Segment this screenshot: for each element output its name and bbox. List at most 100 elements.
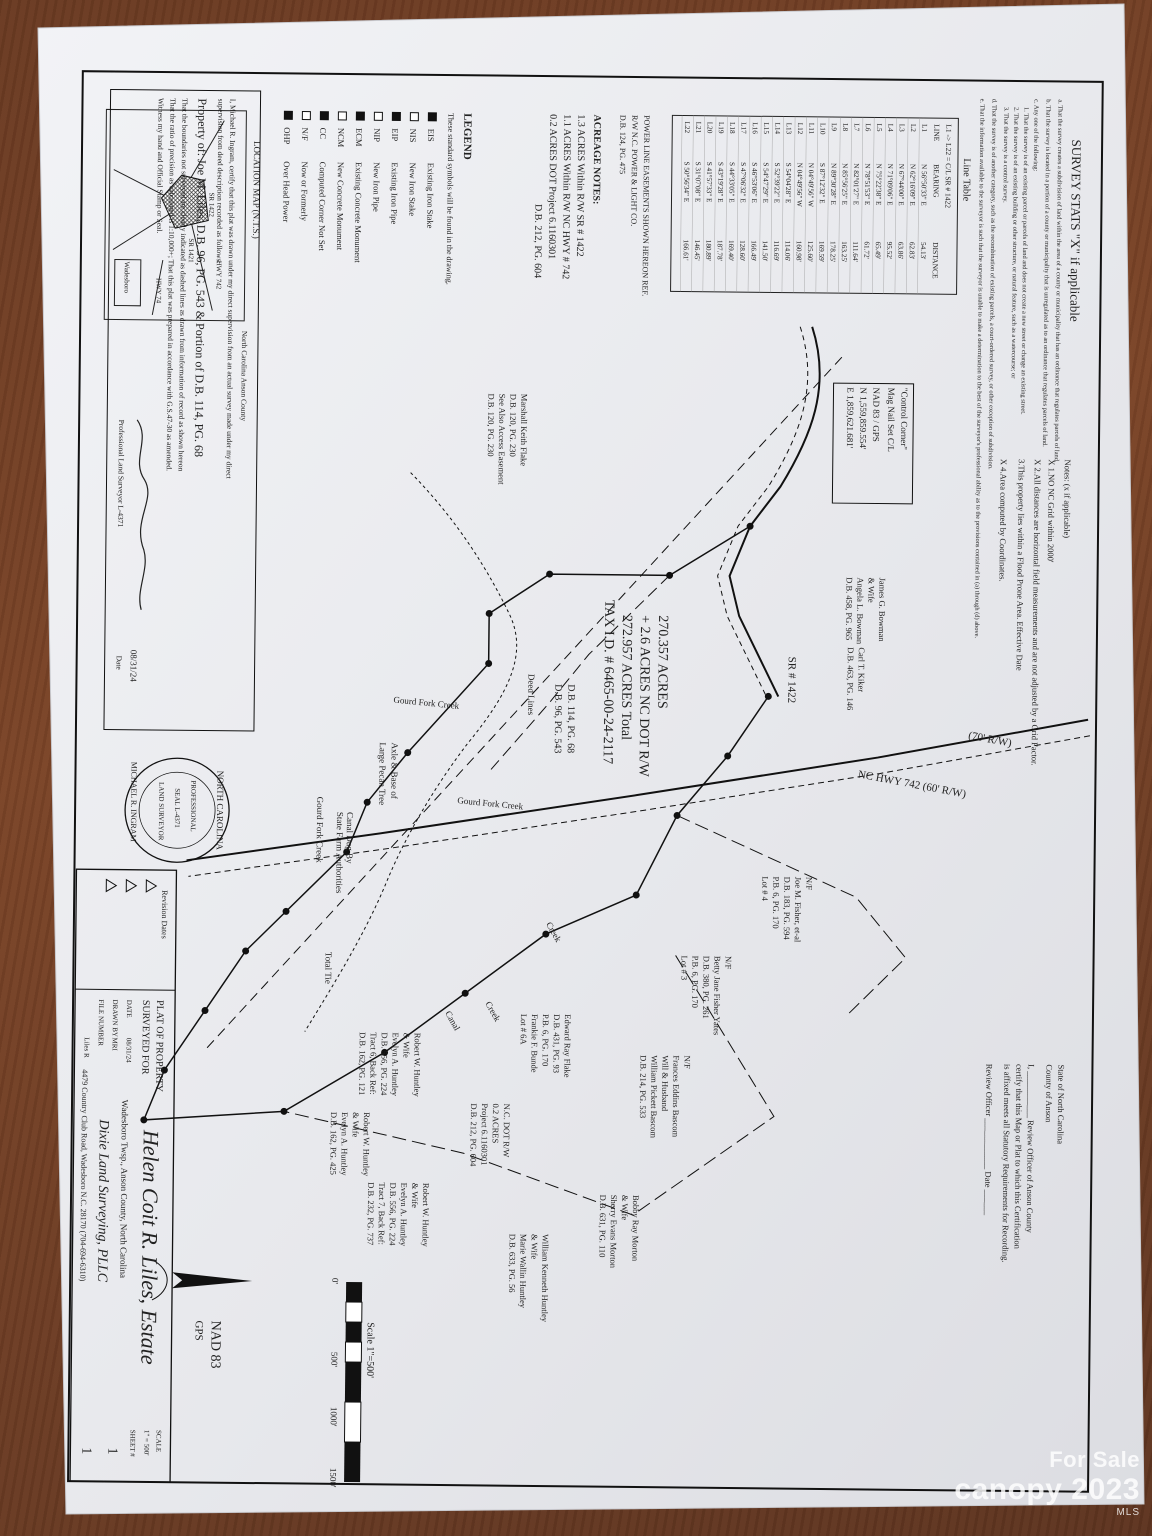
line-table-cell: 62.83' bbox=[908, 242, 916, 260]
owner-label: Lot # 4 bbox=[760, 876, 770, 901]
certification-property: Property of: Joe M. Liles, D.B. 96, PG. … bbox=[192, 98, 210, 457]
owner-label: Robert W. Huntley bbox=[361, 1112, 372, 1177]
location-label: SR 1421 bbox=[187, 238, 195, 263]
owner-label: N/F bbox=[723, 956, 733, 970]
control-corner-line: "Control Corner" bbox=[899, 388, 910, 451]
line-table-cell: 166.49' bbox=[749, 240, 757, 261]
line-table-rule bbox=[906, 117, 909, 294]
line-table-cell: 54.13' bbox=[919, 242, 927, 260]
highway-742 bbox=[186, 718, 1089, 862]
line-table-cell: L8 bbox=[841, 123, 849, 131]
notes-block: Notes: (x if applicable) X 1.NO NC Grid … bbox=[998, 459, 1073, 766]
seal-middle: PROFESSIONAL bbox=[189, 780, 198, 831]
north-arrow-label: NAD 83 bbox=[207, 1321, 223, 1369]
review-officer-block: State of North Carolina County of Anson … bbox=[983, 1064, 1067, 1263]
acreage-item: 1.1 ACRES Within R/W NC HWY # 742 bbox=[560, 114, 573, 279]
line-table-cell: 178.25' bbox=[828, 241, 836, 262]
scale-tick: 0' bbox=[330, 1278, 340, 1285]
owner-label: D.B. 633, PG. 56 bbox=[507, 1234, 518, 1293]
title-block-frame bbox=[69, 868, 178, 1483]
total-acreage-line: 270.357 ACRES bbox=[654, 615, 670, 709]
line-table-cell: N 75°22'38" E bbox=[874, 163, 882, 206]
easement-line: POWER LINE EASEMENTS SHOWN HEREON REF. bbox=[641, 115, 652, 296]
owner-label: Sherry Evans Morton bbox=[608, 1195, 619, 1269]
sr-1422-road bbox=[728, 326, 821, 697]
surveyor-signature bbox=[136, 419, 149, 610]
corner-marker-icon bbox=[485, 659, 493, 667]
company-address: 4479 Country Club Road, Wadesboro N.C. 2… bbox=[78, 1069, 89, 1282]
owner-label: D.B. 458, PG. 965 bbox=[844, 577, 855, 640]
plat-border bbox=[67, 70, 1104, 1493]
line-table-cell: N 62°16'09" E bbox=[908, 164, 916, 207]
notes-heading: Notes: (x if applicable) bbox=[1062, 459, 1073, 538]
north-arrow: NAD 83 GPS bbox=[151, 1259, 253, 1369]
line-table-cell: N 78°51'53" E bbox=[863, 163, 871, 206]
total-acreage-line: + 2.6 ACRES NC DOT R/W bbox=[635, 615, 652, 778]
scale-field-value: 1" = 500' bbox=[142, 1430, 150, 1456]
owner-label: Robert W. Huntley bbox=[412, 1033, 423, 1098]
certification-line: I, Michael R. Ingram, certify that this … bbox=[225, 99, 238, 480]
misc-label: Total Tie bbox=[323, 952, 333, 984]
legend-label: Over Head Power bbox=[281, 161, 292, 222]
deed-ref: D.B. 114, PG. 68 bbox=[565, 684, 577, 753]
line-table-rule bbox=[838, 117, 841, 294]
location-label: HWY 74 bbox=[154, 278, 162, 304]
watermark-mls: MLS bbox=[1116, 1507, 1140, 1518]
legend-symbol-icon bbox=[319, 111, 329, 121]
corner-marker-icon bbox=[542, 930, 550, 938]
line-table-cell: S 46°53'06" E bbox=[750, 162, 758, 203]
survey-stats-heading: SURVEY STATS "X" if applicable bbox=[1067, 140, 1084, 322]
line-table-cell: N 04°49'56" W bbox=[806, 163, 814, 207]
line-table-cell: L18 bbox=[728, 122, 736, 134]
owner-label: P.B. 6, PG. 170 bbox=[690, 956, 701, 1008]
corner-markers bbox=[140, 522, 772, 1124]
owner-label: D.B. 556, PG. 224 bbox=[388, 1182, 399, 1246]
survey-stat-item: 2. That the survey is of an existing bui… bbox=[1010, 107, 1020, 379]
line-table-rule bbox=[736, 116, 739, 293]
scale-bar-blocks bbox=[343, 1282, 363, 1483]
location-map-title: LOCATION MAP (N.T.S.) bbox=[251, 141, 262, 239]
legend-label: Existing Iron Stake bbox=[425, 163, 436, 229]
owner-label: P.B. 6, PG. 170 bbox=[771, 876, 782, 928]
seal-bottom: LAND SURVEYOR bbox=[157, 782, 166, 841]
line-table-header-note: L1 -> L22 = C/L SR # 1422 bbox=[943, 124, 953, 208]
line-table-title: Line Table bbox=[961, 158, 972, 201]
corner-marker-icon bbox=[363, 798, 371, 806]
sheet-label: SHEET # bbox=[128, 1430, 136, 1457]
corner-marker-icon bbox=[485, 609, 493, 617]
line-table-cell: N 71°09'06" E bbox=[886, 164, 894, 207]
line-table-rule bbox=[804, 116, 807, 293]
control-corner-line: N 1,559,859.554' bbox=[858, 387, 869, 450]
plat-title: Helen Coit R. Liles, Estate bbox=[136, 1129, 163, 1365]
easement-line: R/W N.C. POWER & LIGHT CO. bbox=[629, 115, 639, 226]
line-table-cell: 111.64' bbox=[851, 241, 859, 262]
owner-label: N.C. DOT R/W bbox=[501, 1104, 512, 1158]
line-table-cell: L9 bbox=[830, 123, 838, 131]
line-table-rule bbox=[725, 115, 728, 292]
owner-label: Evelyn A. Huntley bbox=[339, 1112, 350, 1176]
corner-marker-icon bbox=[404, 749, 412, 757]
line-table-cell: 116.69' bbox=[772, 240, 780, 261]
line-table-cell: L13 bbox=[785, 123, 793, 135]
line-table-rule bbox=[793, 116, 796, 293]
note-item: X 2.All distances are horizontal field m… bbox=[1030, 459, 1043, 765]
owner-label: Joe M. Fisher, et-al bbox=[793, 877, 804, 943]
file-label: FILE NUMBER bbox=[97, 999, 105, 1046]
line-table-cell: 141.50' bbox=[761, 240, 769, 261]
acreage-item: 1.3 ACRES Within R/W SR # 1422 bbox=[574, 114, 586, 256]
easement-note: POWER LINE EASEMENTS SHOWN HEREON REF. R… bbox=[618, 115, 652, 296]
owner-label: D.B. 431, PG. 93 bbox=[551, 1014, 562, 1073]
deed-lines bbox=[487, 575, 670, 774]
legend-label: Now or Formerly bbox=[299, 161, 310, 221]
certification-line: North Carolina Anson County bbox=[239, 331, 249, 422]
line-table-cell: L6 bbox=[864, 123, 872, 131]
owner-label: Tract 7, Back Ref: bbox=[377, 1182, 388, 1245]
line-table-cell: S 31°07'08" E bbox=[693, 162, 701, 203]
date-value: 08/31/24 bbox=[124, 1038, 132, 1063]
line-table-cell: S 44°33'05" E bbox=[727, 162, 735, 203]
certification-frame bbox=[103, 88, 262, 732]
corner-marker-icon bbox=[381, 1048, 389, 1056]
survey-stat-item: b. That the survey is located in a porti… bbox=[1041, 99, 1052, 447]
location-label: Wadesboro bbox=[123, 262, 131, 294]
